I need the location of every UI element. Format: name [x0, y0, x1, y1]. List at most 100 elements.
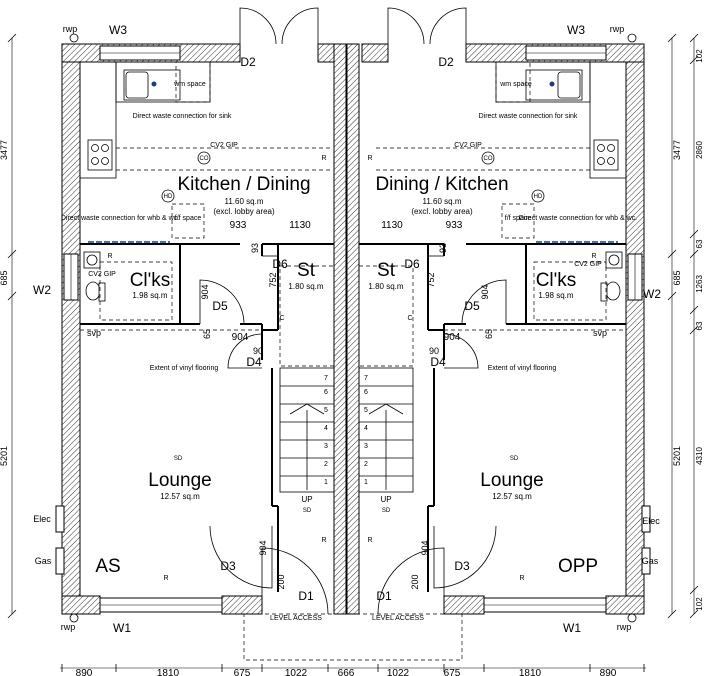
bottom-dim: 890: [600, 668, 617, 676]
door-d2-label: D2: [438, 55, 454, 69]
dim-200: 200: [276, 574, 286, 589]
bottom-dim: 1022: [387, 668, 410, 676]
dim-933: 933: [230, 220, 247, 231]
lounge-left-area: 12.57 sq.m: [160, 492, 200, 501]
staircase: [279, 265, 414, 493]
stair-step-number: 4: [364, 425, 368, 432]
rwp-label: rwp: [617, 622, 632, 632]
heat-detector-label: HD: [534, 194, 543, 200]
store-right-area: 1.80 sq.m: [368, 282, 403, 291]
stair-step-number: 7: [324, 375, 328, 382]
stair-step-number: 2: [324, 461, 328, 468]
bottom-dim: 1810: [157, 668, 180, 676]
bottom-dim: 1810: [519, 668, 542, 676]
dimension-lines: [7, 33, 699, 672]
left-dim: 685: [0, 270, 9, 285]
kitchen-left-name: Kitchen / Dining: [177, 174, 310, 195]
door-d2-label: D2: [240, 55, 256, 69]
radiator-label: R: [321, 155, 326, 162]
fridge-freezer-space-label: f/f space: [505, 215, 532, 222]
dim-90: 90: [429, 346, 439, 356]
elec-meter-label: Elec: [642, 516, 660, 526]
door-d1-label: D1: [376, 589, 392, 603]
boiler-label: CV2 GIP: [574, 261, 602, 268]
radiator-label: R: [519, 575, 524, 582]
radiator-label: R: [367, 155, 372, 162]
door-d5-label: D5: [212, 299, 228, 313]
sink-waste-note: Direct waste connection for sink: [479, 113, 578, 120]
rwp-label: rwp: [610, 24, 625, 34]
kitchen-right-note: (excl. lobby area): [411, 207, 473, 216]
right-dim: 5201: [672, 446, 682, 466]
kitchen-left-area: 11.60 sq.m: [225, 197, 264, 206]
left-dim: 3477: [0, 140, 9, 160]
bottom-dim: 675: [234, 668, 251, 676]
right-dim: 102: [695, 597, 704, 611]
dim-90: 90: [253, 346, 263, 356]
cloaks-fixtures: [80, 251, 626, 331]
store-right-name: St: [377, 260, 396, 281]
dim-200: 200: [410, 574, 420, 589]
window-w1-label: W1: [563, 621, 581, 635]
right-dim: 4310: [695, 447, 704, 465]
room-labels: Kitchen / Dining 11.60 sq.m (excl. lobby…: [95, 174, 598, 577]
external-walls: [55, 33, 651, 623]
window-w2-label: W2: [33, 283, 51, 297]
rwp-label: rwp: [61, 622, 76, 632]
boiler-label: CV2 GIP: [210, 142, 238, 149]
dim-904: 904: [232, 332, 249, 343]
gas-meter-label: Gas: [35, 556, 52, 566]
stair-up-label: UP: [380, 495, 391, 504]
whb-waste-note: Direct waste connection for whb & wc.: [61, 215, 179, 222]
svp-label: svp: [87, 328, 101, 338]
smoke-detector-label: SD: [382, 508, 391, 514]
lounge-right-name: Lounge: [480, 470, 543, 491]
store-left-area: 1.80 sq.m: [288, 282, 323, 291]
dim-65: 65: [202, 329, 212, 339]
co-detector-label: CO: [200, 156, 209, 162]
door-d3-label: D3: [454, 559, 470, 573]
stair-step-number: 5: [364, 407, 368, 414]
dim-904: 904: [200, 284, 210, 299]
dim-1130: 1130: [289, 220, 311, 231]
right-dim: 63: [695, 239, 704, 248]
bottom-dim: 1022: [285, 668, 308, 676]
gas-meter-label: Gas: [642, 556, 659, 566]
dim-904: 904: [444, 332, 461, 343]
radiator-label: R: [163, 575, 168, 582]
dim-1130: 1130: [381, 220, 403, 231]
door-d3-label: D3: [220, 559, 236, 573]
side-dimension-labels: 3477 685 5201 3477 685 5201 102 2860 63 …: [0, 49, 704, 611]
washing-machine-space-label: wm space: [499, 81, 532, 88]
stair-step-number: 1: [324, 479, 328, 486]
cloaks-left-name: Cl'ks: [130, 270, 171, 291]
door-d5-label: D5: [464, 299, 480, 313]
elec-meter-label: Elec: [33, 514, 51, 524]
co-detector-label: CO: [484, 156, 493, 162]
inner-dimension-labels: 933 933 1130 1130 93 93 752 752 904 904 …: [200, 220, 494, 590]
lounge-right-area: 12.57 sq.m: [492, 492, 532, 501]
kitchen-fixtures: [79, 61, 627, 243]
bottom-dimension-labels: 890 1810 675 1022 666 1022 675 1810 890: [76, 668, 617, 676]
cloaks-right-name: Cl'ks: [536, 270, 577, 291]
right-dim: 1263: [695, 275, 704, 293]
dim-93: 93: [438, 243, 448, 253]
svp-label: svp: [593, 328, 607, 338]
boiler-label: CV2 GIP: [88, 271, 116, 278]
stair-step-number: 1: [364, 479, 368, 486]
right-dim: 102: [695, 49, 704, 63]
right-dim: 685: [672, 270, 682, 285]
cupboard-label: C: [407, 315, 412, 322]
smoke-detector-label: SD: [174, 456, 183, 462]
dim-752: 752: [268, 272, 278, 287]
window-w1-label: W1: [113, 621, 131, 635]
vinyl-extent-note: Extent of vinyl flooring: [150, 365, 219, 372]
internal-walls-left: [80, 243, 334, 592]
store-left-name: St: [297, 260, 316, 281]
door-d4-label: D4: [246, 355, 262, 369]
kitchen-right-name: Dining / Kitchen: [375, 174, 508, 195]
kitchen-right-area: 11.60 sq.m: [423, 197, 462, 206]
stair-up-label: UP: [301, 495, 312, 504]
window-w3-label: W3: [109, 23, 127, 37]
